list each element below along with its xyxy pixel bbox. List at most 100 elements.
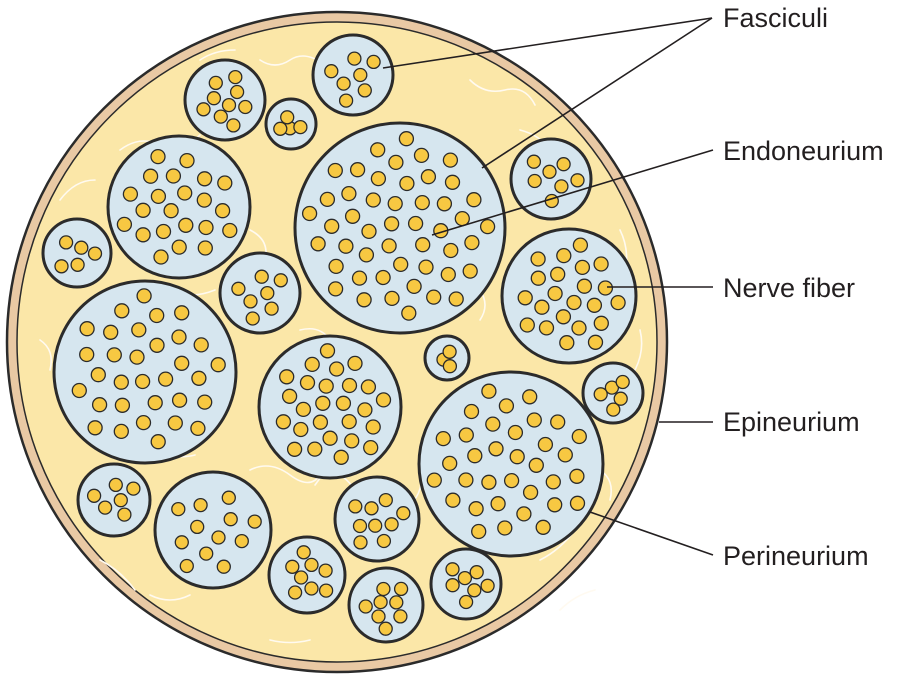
nerve-fiber [299, 374, 316, 391]
connective-tissue-strand [259, 55, 326, 66]
connective-tissue-strand [149, 594, 191, 601]
leader-fasciculi-b [481, 17, 713, 169]
nerve-fiber [376, 533, 392, 549]
nerve-fiber [338, 93, 354, 108]
nerve-fiber [349, 162, 366, 178]
nerve-fiber [295, 401, 312, 418]
nerve-fiber [211, 530, 226, 545]
nerve-fiber [171, 239, 187, 255]
nerve-fiber [293, 570, 309, 585]
nerve-fiber [389, 595, 404, 610]
nerve-fiber [357, 83, 372, 98]
fascicle [417, 370, 605, 558]
connective-tissue-strand [99, 559, 136, 591]
nerve-fiber [341, 377, 358, 394]
nerve-fiber [519, 317, 535, 333]
nerve-fiber [103, 324, 119, 340]
nerve-fiber [448, 291, 464, 307]
nerve-fiber [458, 594, 474, 610]
nerve-fiber [442, 455, 458, 472]
nerve-fiber [357, 402, 373, 418]
nerve-fiber [149, 337, 165, 353]
nerve-fiber [196, 171, 213, 187]
fascicle [581, 361, 645, 425]
nerve-fiber [613, 391, 628, 406]
nerve-fiber [365, 192, 381, 208]
nerve-fiber [381, 238, 397, 254]
fascicle [183, 58, 267, 142]
nerve-fiber [443, 242, 459, 259]
nerve-fiber [356, 292, 372, 308]
nerve-fiber [547, 285, 563, 302]
nerve-fiber [114, 303, 130, 319]
nerve-fiber [91, 397, 108, 413]
nerve-fiber [197, 394, 213, 410]
nerve-fiber [179, 152, 195, 169]
nerve-fiber [116, 216, 133, 233]
nerve-fiber [322, 430, 338, 446]
label-endoneurium: Endoneurium [723, 136, 884, 166]
nerve-fiber [383, 216, 400, 232]
nerve-fiber [415, 237, 431, 253]
nerve-fiber [214, 203, 231, 219]
nerve-fiber [304, 557, 319, 573]
nerve-fiber [479, 218, 496, 235]
nerve-fiber [535, 519, 551, 535]
nerve-fiber [401, 305, 417, 321]
nerve-fiber [399, 175, 415, 192]
nerve-fiber [347, 51, 362, 66]
connective-tissue-strand [199, 49, 236, 61]
nerve-fiber [135, 414, 152, 431]
nerve-fiber [197, 240, 213, 256]
nerve-fiber [538, 320, 555, 336]
fascicle [106, 134, 252, 280]
nerve-fiber [556, 247, 572, 264]
nerve-fiber [97, 500, 113, 515]
nerve-fiber [375, 269, 391, 286]
fascicle [257, 334, 403, 480]
nerve-fiber [226, 118, 241, 133]
connective-tissue-strand [249, 465, 321, 484]
nerve-fiber [243, 294, 258, 309]
nerve-fiber [74, 240, 89, 255]
nerve-fiber [312, 414, 329, 430]
nerve-fiber [150, 148, 166, 165]
nerve-fiber [445, 562, 460, 577]
nerve-fiber [196, 102, 211, 117]
nerve-fiber [153, 249, 169, 265]
fascicle [333, 475, 421, 563]
nerve-fiber [375, 392, 392, 408]
nerve-fiber [361, 223, 377, 240]
nerve-fiber [414, 194, 430, 211]
nerve-fiber [193, 337, 209, 353]
nerve-fiber [79, 346, 95, 363]
nerve-fiber [442, 344, 457, 359]
nerve-fiber [526, 154, 542, 169]
fascicle [423, 334, 471, 382]
nerve-fiber [384, 517, 399, 532]
nerve-fiber [530, 251, 546, 267]
nerve-fiber [384, 290, 400, 307]
nerve-fiber [426, 289, 442, 305]
nerve-fiber [526, 412, 542, 428]
nerve-fiber [264, 301, 279, 316]
nerve-fiber [79, 321, 95, 337]
nerve-fiber [222, 222, 238, 239]
nerve-fiber [58, 235, 74, 250]
nerve-fiber [228, 69, 243, 85]
nerve-fiber [466, 192, 482, 208]
nerve-fiber [498, 398, 515, 414]
nerve-fiber [544, 193, 559, 209]
nerve-fiber [435, 430, 451, 447]
nerve-fiber [333, 449, 349, 465]
nerve-fiber [407, 215, 424, 232]
nerve-fiber [178, 217, 194, 233]
nerve-fiber [208, 75, 223, 91]
nerve-fiber [503, 472, 520, 489]
nerve-fiber [287, 585, 303, 600]
nerve-fiber [368, 518, 383, 533]
nerve-fiber [556, 157, 571, 172]
fascicle [41, 217, 113, 289]
nerve-fiber [113, 374, 129, 390]
nerve-fiber [393, 609, 408, 624]
